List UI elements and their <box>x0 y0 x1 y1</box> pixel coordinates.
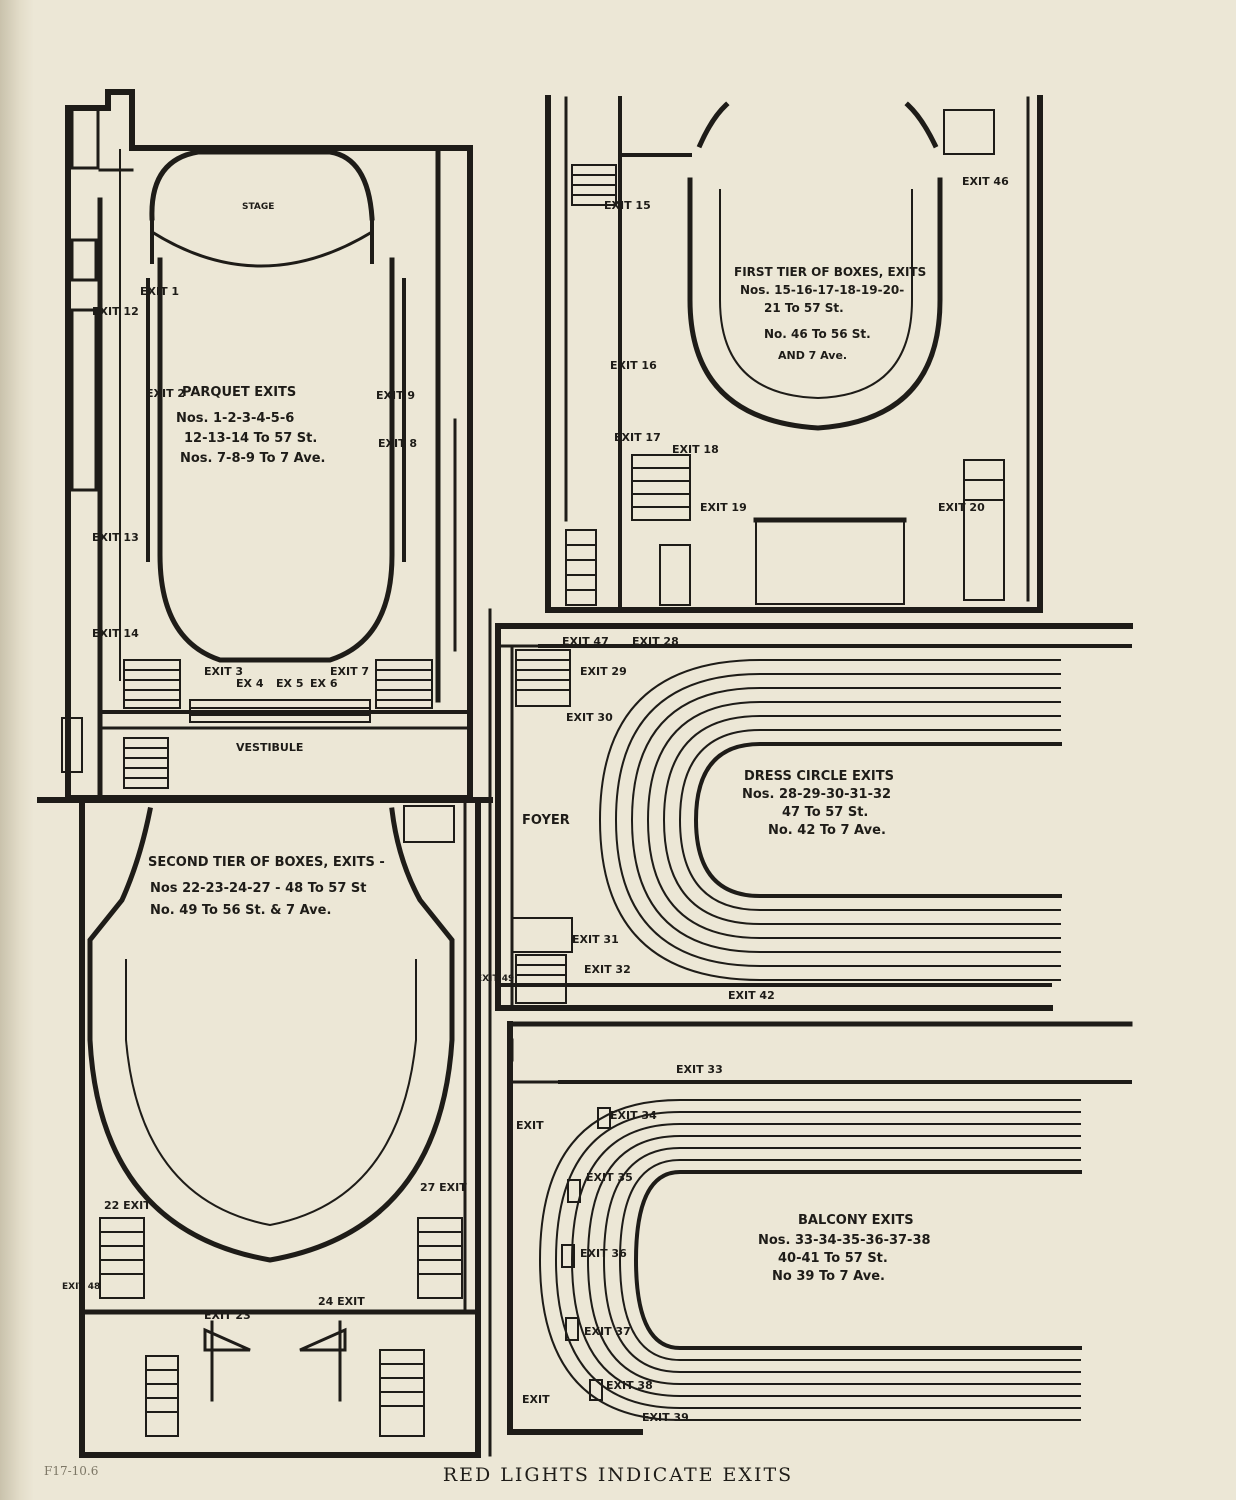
page-caption: RED LIGHTS INDICATE EXITS <box>442 1464 794 1486</box>
exit-marker: EX 5 <box>276 677 304 690</box>
exit-marker: EX 4 <box>236 677 264 690</box>
dress-circle-line-2: 47 To 57 St. <box>782 805 869 820</box>
exit-marker: EXIT 47 <box>562 635 609 648</box>
exit-marker: EXIT 14 <box>92 627 139 640</box>
parquet-title: PARQUET EXITS <box>182 385 297 400</box>
exit-marker: 22 EXIT <box>104 1199 151 1212</box>
exit-marker: EXIT 42 <box>728 989 775 1002</box>
exit-marker: EXIT 31 <box>572 933 619 946</box>
parquet-line-2: 12-13-14 To 57 St. <box>184 431 318 446</box>
first-tier-title: FIRST TIER OF BOXES, EXITS <box>734 265 927 279</box>
dress-circle-plan <box>495 623 1133 1011</box>
exit-marker: EXIT 16 <box>610 359 657 372</box>
exit-marker: EXIT 30 <box>566 711 613 724</box>
exit-marker: 27 EXIT <box>420 1181 467 1194</box>
exit-marker: EXIT 8 <box>378 437 418 450</box>
margin-note: F17-10.6 <box>44 1464 99 1478</box>
second-tier-plan <box>79 797 481 1458</box>
exit-marker: EXIT 15 <box>604 199 651 212</box>
first-tier-line-2: 21 To 57 St. <box>764 301 844 315</box>
exit-marker: EXIT 9 <box>376 389 416 402</box>
exit-marker: EXIT 35 <box>586 1171 633 1184</box>
exit-marker: EXIT 17 <box>614 431 661 444</box>
exit-marker: EXIT 38 <box>606 1379 653 1392</box>
exit-marker: 24 EXIT <box>318 1295 365 1308</box>
parquet-line-1: Nos. 1-2-3-4-5-6 <box>176 411 295 426</box>
balcony-line-3: No 39 To 7 Ave. <box>772 1269 885 1284</box>
exit-marker: EXIT 36 <box>580 1247 627 1260</box>
exit-marker: EXIT 28 <box>632 635 679 648</box>
balcony-line-2: 40-41 To 57 St. <box>778 1251 888 1266</box>
exit-marker: EXIT <box>516 1119 544 1132</box>
exit-marker: EXIT 49 <box>476 974 515 984</box>
exit-marker: EXIT 37 <box>584 1325 631 1338</box>
dress-circle-title: DRESS CIRCLE EXITS <box>744 769 894 784</box>
first-tier-line-4: AND 7 Ave. <box>778 349 848 362</box>
stage-label: STAGE <box>242 202 275 212</box>
first-tier-plan <box>545 95 1043 613</box>
dress-circle-line-1: Nos. 28-29-30-31-32 <box>742 787 892 802</box>
exit-marker: EXIT 7 <box>330 665 370 678</box>
parquet-line-3: Nos. 7-8-9 To 7 Ave. <box>180 451 326 466</box>
exit-marker: EXIT 34 <box>610 1109 657 1122</box>
exit-marker: EXIT 19 <box>700 501 747 514</box>
exit-marker: EXIT 13 <box>92 531 139 544</box>
balcony-title: BALCONY EXITS <box>798 1213 914 1228</box>
exit-marker: EXIT 12 <box>92 305 139 318</box>
exit-marker: EXIT 39 <box>642 1411 689 1424</box>
exit-marker: EXIT 48 <box>62 1282 101 1292</box>
second-tier-title: SECOND TIER OF BOXES, EXITS - <box>148 855 385 870</box>
exit-marker: EXIT 18 <box>672 443 719 456</box>
exit-marker: EXIT 46 <box>962 175 1009 188</box>
exit-marker: EXIT 23 <box>204 1309 251 1322</box>
exit-marker: EXIT 33 <box>676 1063 723 1076</box>
first-tier-line-1: Nos. 15-16-17-18-19-20- <box>740 283 905 297</box>
second-tier-line-1: Nos 22-23-24-27 - 48 To 57 St <box>150 881 367 896</box>
exit-marker: EXIT 20 <box>938 501 985 514</box>
foyer-label: FOYER <box>522 813 570 828</box>
balcony-plan <box>507 1021 1133 1435</box>
first-tier-line-3: No. 46 To 56 St. <box>764 327 871 341</box>
dress-circle-line-3: No. 42 To 7 Ave. <box>768 823 886 838</box>
exit-marker: EXIT 32 <box>584 963 631 976</box>
vestibule-label: VESTIBULE <box>236 741 304 754</box>
balcony-line-1: Nos. 33-34-35-36-37-38 <box>758 1233 931 1248</box>
exit-marker: EX 6 <box>310 677 338 690</box>
exit-marker: EXIT 3 <box>204 665 244 678</box>
exit-marker: EXIT 2 <box>146 387 186 400</box>
binding-gutter <box>0 0 34 1500</box>
exit-marker: EXIT <box>522 1393 550 1406</box>
exit-marker: EXIT 1 <box>140 285 180 298</box>
exit-marker: EXIT 29 <box>580 665 627 678</box>
second-tier-line-2: No. 49 To 56 St. & 7 Ave. <box>150 903 332 918</box>
